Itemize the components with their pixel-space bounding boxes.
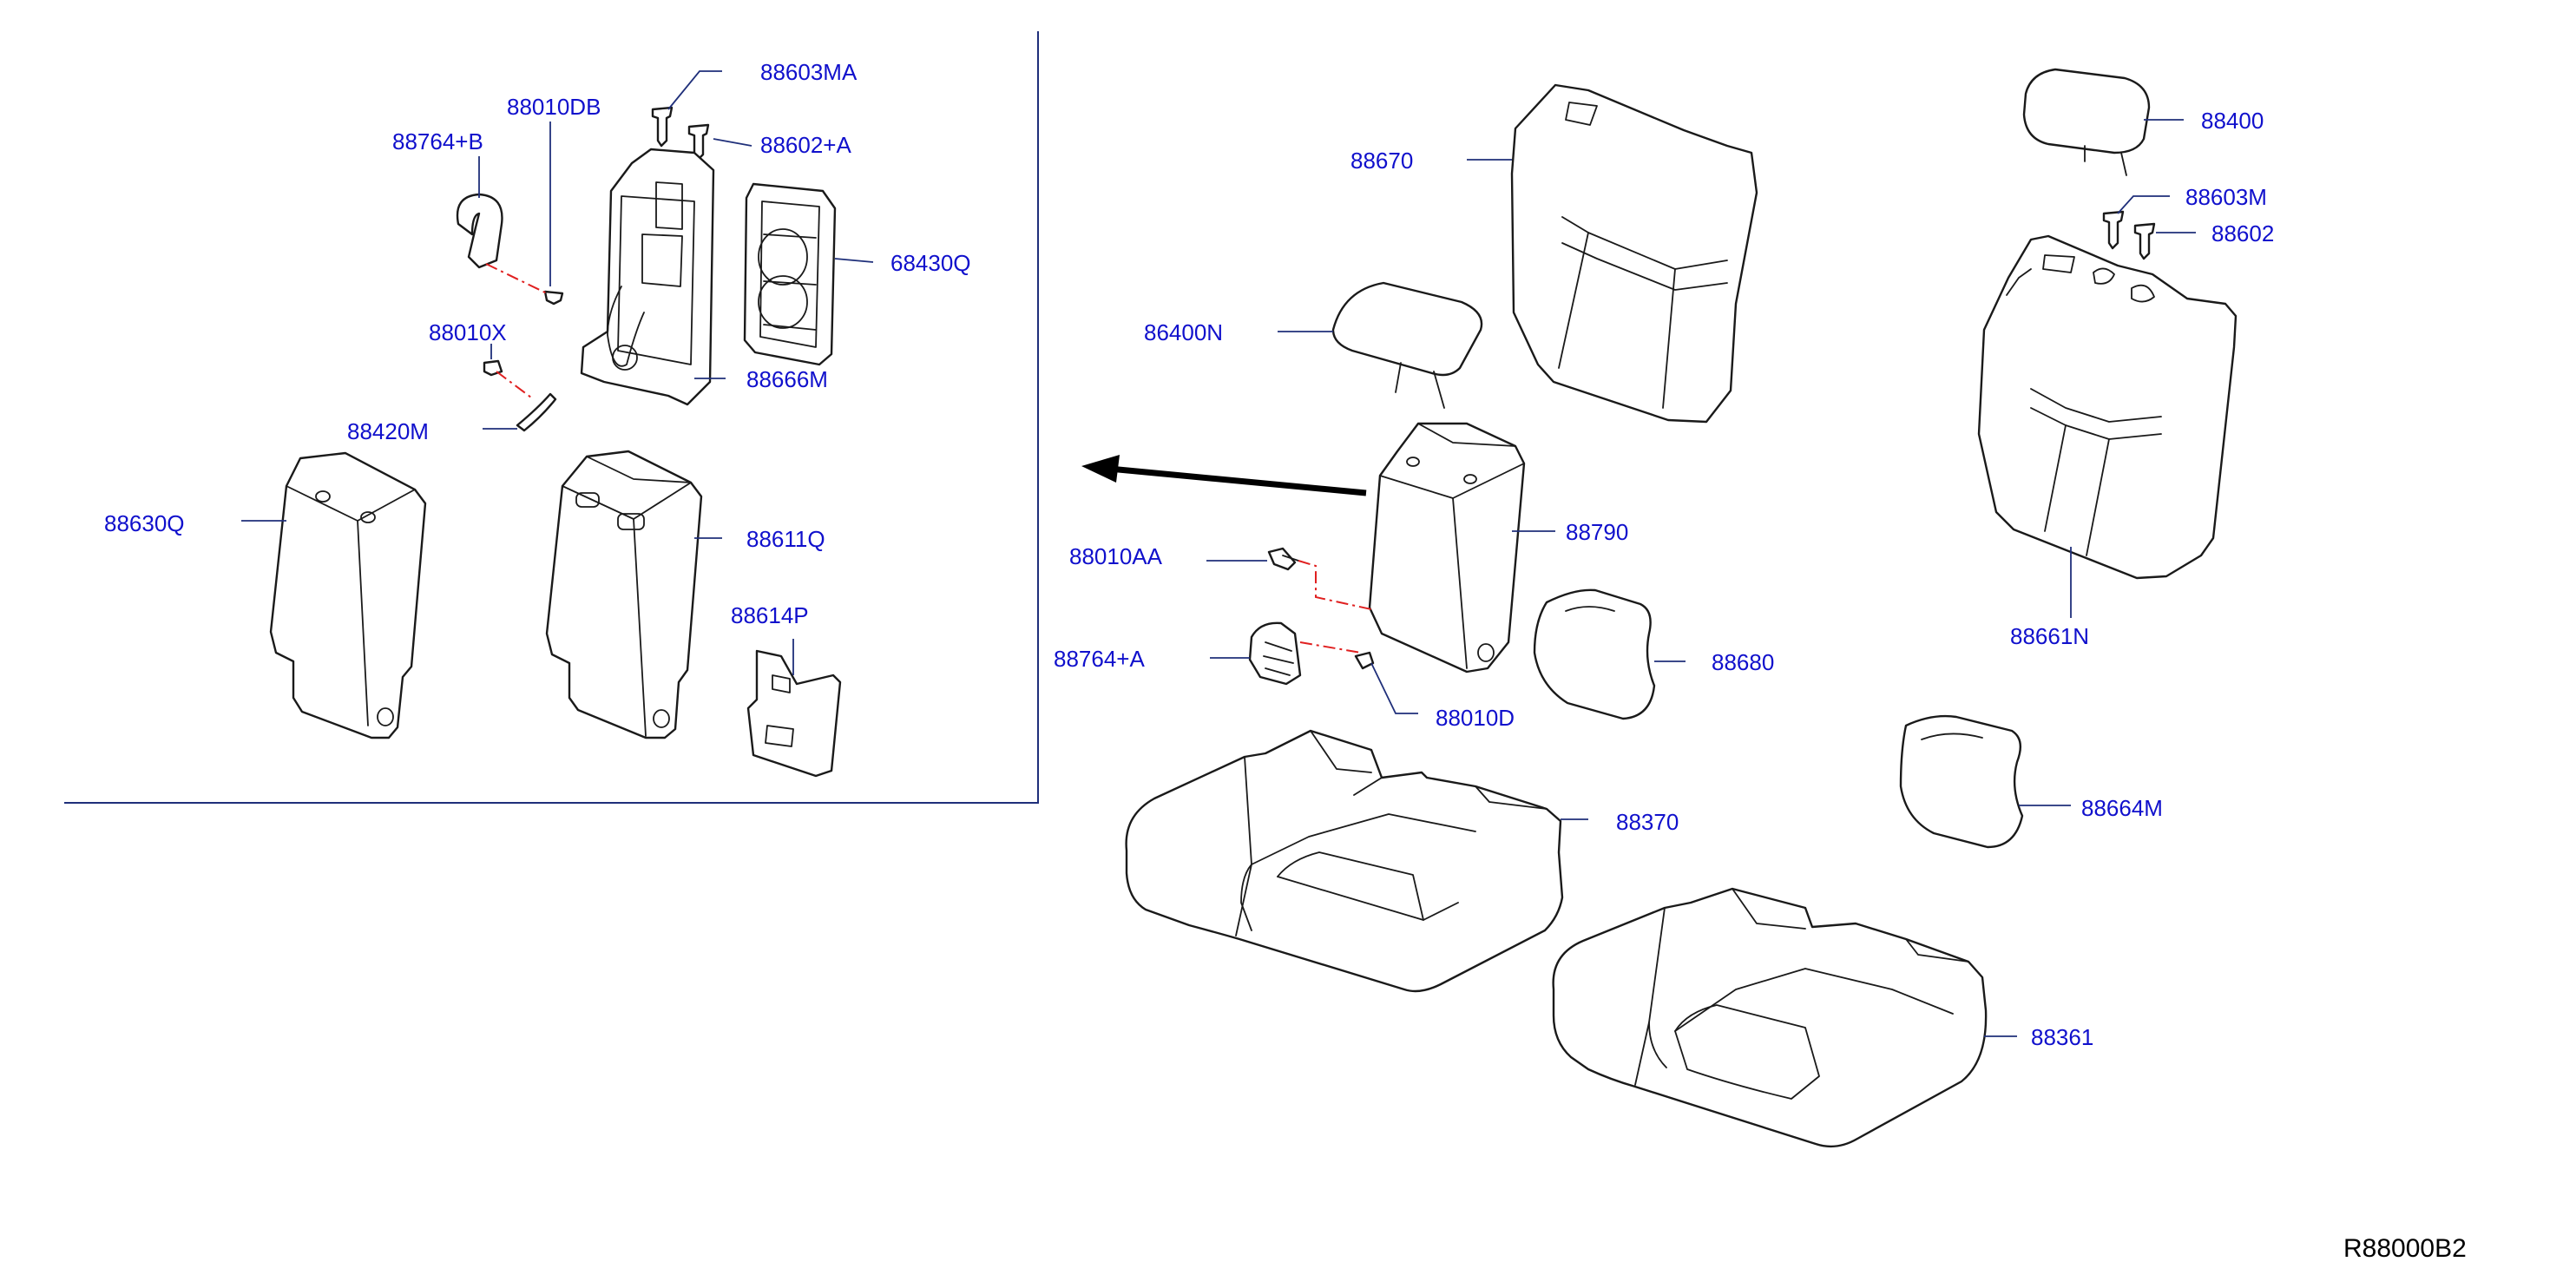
- seat-back-88670: [1510, 83, 1758, 424]
- bolt-88010aa: [1267, 547, 1299, 571]
- callout-88010aa: 88010AA: [1069, 543, 1162, 569]
- callout-88400: 88400: [2201, 108, 2264, 134]
- callout-88603ma: 88603MA: [760, 59, 858, 85]
- callout-88664m: 88664M: [2081, 795, 2163, 821]
- callout-88790: 88790: [1566, 519, 1629, 545]
- detail-inset-frame: [64, 31, 1039, 804]
- direction-arrow: [1081, 455, 1367, 496]
- callout-88420m: 88420M: [347, 418, 429, 444]
- cover-88630q: [269, 451, 427, 739]
- callout-88764b: 88764+B: [392, 128, 483, 154]
- seat-back-88661n: [1977, 234, 2238, 580]
- callout-68430q: 68430Q: [890, 250, 971, 276]
- assembly-line-88010aa: [1298, 560, 1372, 610]
- screw-88010db: [543, 290, 564, 306]
- hook-88764b: [456, 193, 503, 269]
- pad-88664m: [1899, 714, 2024, 849]
- callout-88010db: 88010DB: [507, 94, 601, 120]
- seat-cushion-88370: [1125, 729, 1564, 993]
- leader-lines: [241, 70, 2196, 1037]
- callout-88602: 88602: [2211, 220, 2275, 246]
- callout-88010x: 88010X: [429, 319, 507, 345]
- callout-88614p: 88614P: [731, 602, 809, 628]
- bracket-88614p: [746, 649, 842, 778]
- callout-88666m: 88666M: [746, 366, 828, 392]
- callout-88670: 88670: [1350, 148, 1414, 174]
- callout-88630q: 88630Q: [104, 510, 185, 536]
- callout-88680: 88680: [1712, 649, 1775, 675]
- assembly-line-88764a: [1299, 641, 1362, 654]
- clip-88603m: [2102, 210, 2125, 250]
- clip-88603ma: [651, 106, 674, 148]
- frame-88666m: [580, 148, 715, 406]
- diagram-reference-code: R88000B2: [2343, 1234, 2467, 1263]
- cover-88611q: [545, 450, 703, 739]
- callout-86400n: 86400N: [1144, 319, 1224, 345]
- pin-88420m: [516, 392, 557, 432]
- armrest-88790: [1368, 422, 1526, 674]
- seat-cushion-88361: [1552, 887, 1988, 1148]
- pad-88680: [1533, 588, 1656, 720]
- screw-88010d: [1354, 651, 1375, 670]
- assembly-line-88010x: [496, 371, 532, 398]
- handle-88764a: [1248, 621, 1302, 686]
- assembly-line-88764b: [485, 263, 548, 294]
- panel-68430q: [743, 182, 837, 366]
- headrest-88400: [2022, 68, 2151, 176]
- callout-88661n: 88661N: [2010, 623, 2090, 649]
- headrest-86400n: [1331, 281, 1483, 409]
- callout-88603m: 88603M: [2185, 184, 2267, 210]
- clip-88602: [2133, 222, 2156, 260]
- callout-88602a: 88602+A: [760, 132, 851, 158]
- callout-88611q: 88611Q: [746, 526, 825, 552]
- callout-88764a: 88764+A: [1054, 646, 1145, 672]
- callout-88361: 88361: [2031, 1024, 2094, 1050]
- callout-88370: 88370: [1616, 809, 1679, 835]
- callout-88010d: 88010D: [1436, 705, 1515, 731]
